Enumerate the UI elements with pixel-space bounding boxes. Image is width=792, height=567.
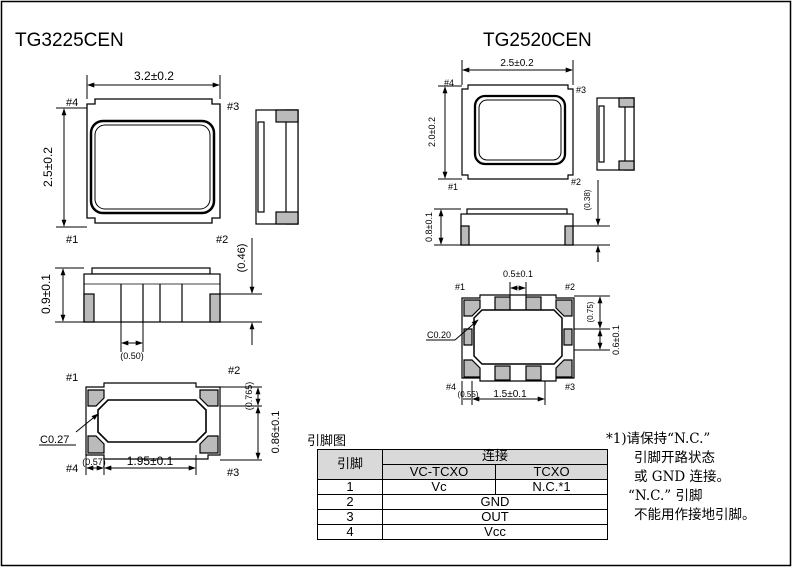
right-bottom-pin4-label: #4 (446, 382, 456, 392)
right-bottom-pin3-label: #3 (565, 382, 575, 392)
left-thickness-dim: 0.9±0.1 (39, 274, 53, 314)
left-pad-w-dim: (0.57) (82, 457, 106, 467)
left-bottom-pin1-label: #1 (66, 372, 78, 384)
right-bottom-pin2-label: #2 (565, 282, 575, 292)
table-row: 2 GND (317, 494, 608, 510)
pin-table: 引脚 连接 VC-TCXO TCXO 1 Vc N.C.*1 2 GND 3 O… (317, 449, 608, 540)
left-pad-h-dim: (0.765) (244, 382, 254, 411)
tcxo-col-header: TCXO (495, 464, 608, 480)
left-pin3-label: #3 (227, 101, 239, 113)
footnote-line: 或 GND 连接。 (634, 469, 731, 485)
right-thickness-dim: 0.8±0.1 (424, 212, 434, 242)
table-row: 4 Vcc (317, 524, 608, 540)
left-top-view (86, 98, 221, 224)
right-offset-dim: (0.38) (583, 189, 592, 210)
right-chamfer-label: C0.20 (427, 330, 451, 340)
footnote-line: *1)请保持“N.C.” (606, 431, 711, 447)
left-pad-total-dim: 0.86±0.1 (270, 411, 282, 454)
left-pitch-dim: 1.95±0.1 (127, 454, 174, 468)
table-row: 1 Vc N.C.*1 (317, 479, 608, 495)
left-pin4-label: #4 (66, 97, 78, 109)
left-bottom-pin3-label: #3 (227, 467, 239, 479)
conn-col-header: 连接 (382, 449, 608, 465)
right-top-view (461, 84, 574, 180)
left-height-dim: 2.5±0.2 (41, 147, 55, 187)
right-front-view (460, 208, 574, 246)
left-width-dim: 3.2±0.2 (134, 69, 174, 83)
left-pin2-label: #2 (216, 234, 228, 246)
pin-col-header: 引脚 (317, 449, 383, 480)
left-offset-dim: (0.46) (236, 244, 248, 273)
right-pin1-label: #1 (448, 182, 458, 192)
left-chamfer-label: C0.27 (40, 434, 69, 446)
right-width-dim: 2.5±0.2 (500, 58, 534, 69)
footnote-line: “N.C.” 引脚 (628, 488, 703, 504)
right-side-view (596, 97, 635, 171)
footnote: *1)请保持“N.C.” 引脚开路状态 或 GND 连接。 “N.C.” 引脚 … (606, 430, 756, 525)
vctcxo-col-header: VC-TCXO (382, 464, 496, 480)
pin-table-caption: 引脚图 (307, 434, 347, 449)
left-bottom-view (85, 382, 221, 460)
footnote-line: 不能用作接地引脚。 (634, 507, 756, 523)
right-part-title: TG2520CEN (483, 30, 592, 51)
left-bottom-pin4-label: #4 (66, 463, 78, 475)
right-bottom-view (461, 294, 575, 382)
footnote-line: 引脚开路状态 (634, 450, 715, 466)
right-pin2-label: #2 (571, 177, 581, 187)
right-pad-gap-dim: 0.5±0.1 (503, 269, 533, 279)
left-pad-gap-dim: (0.50) (120, 351, 144, 361)
left-part-title: TG3225CEN (15, 30, 124, 51)
right-pad-total-dim: 0.6±0.1 (611, 325, 621, 355)
right-pin4-label: #4 (444, 78, 454, 88)
right-pad-w-dim: (0.55) (458, 390, 479, 399)
table-row: 3 OUT (317, 509, 608, 525)
right-pad-h-dim: (0.75) (586, 301, 595, 322)
left-front-view (83, 267, 221, 323)
right-height-dim: 2.0±0.2 (427, 117, 437, 147)
left-bottom-pin2-label: #2 (228, 365, 240, 377)
right-pin3-label: #3 (576, 85, 586, 95)
right-pitch-dim: 1.5±0.1 (493, 389, 527, 400)
left-pin1-label: #1 (66, 234, 78, 246)
right-bottom-pin1-label: #1 (455, 282, 465, 292)
left-side-view (255, 109, 299, 225)
